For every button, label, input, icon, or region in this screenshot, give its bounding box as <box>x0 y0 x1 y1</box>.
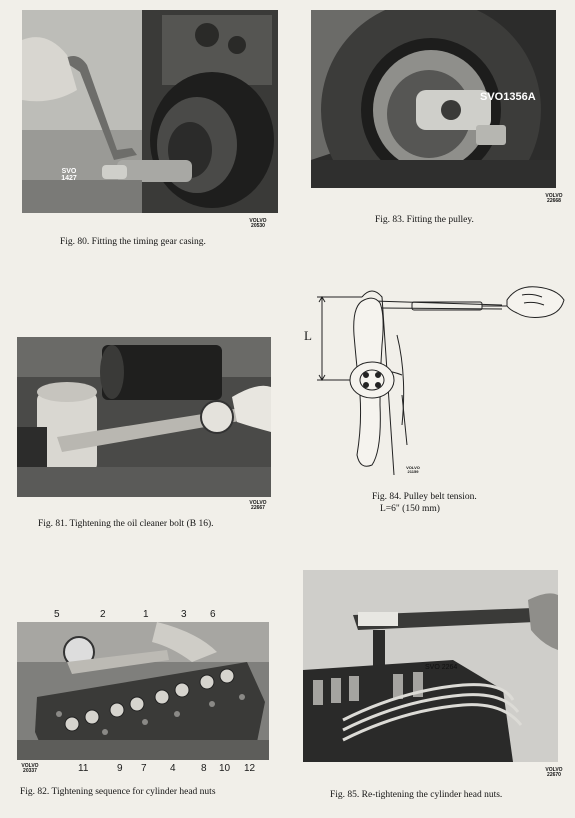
fig85-photo <box>303 570 558 762</box>
fig84-code-line2: 21159 <box>407 469 419 474</box>
fig81-photo <box>17 337 271 497</box>
fig80-tool-label-line1: SVO <box>61 168 77 175</box>
fig82-number-3: 3 <box>181 609 187 620</box>
fig84-caption-line2: L=6" (150 mm) <box>380 504 440 514</box>
fig82-number-11: 11 <box>78 763 89 774</box>
fig82-reference-code: VOLVO 20337 <box>16 764 44 774</box>
fig82-number-7: 7 <box>141 763 147 774</box>
fig83-caption: Fig. 83. Fitting the pulley. <box>375 215 474 225</box>
fig82-number-6: 6 <box>210 609 216 620</box>
fig81-code-line2: 22667 <box>251 505 265 511</box>
fig82-code-line2: 20337 <box>23 768 37 774</box>
fig82-bottom-sequence-numbers: 11 9 7 4 8 10 12 <box>0 763 575 777</box>
fig85-caption: Fig. 85. Re-tightening the cylinder head… <box>330 790 503 800</box>
fig85-reference-code: VOLVO 22670 <box>540 768 568 778</box>
fig84-caption: Fig. 84. Pulley belt tension. L=6" (150 … <box>372 491 477 515</box>
fig80-caption: Fig. 80. Fitting the timing gear casing. <box>60 237 206 247</box>
fig82-number-2: 2 <box>100 609 106 620</box>
fig84-code-line1: VOLVO <box>406 465 420 470</box>
pulley-belt-tension-diagram <box>317 286 565 476</box>
fig81-code-line1: VOLVO <box>249 500 267 506</box>
oil-cleaner-bolt-image <box>17 337 271 497</box>
fig82-code-line1: VOLVO <box>21 763 39 769</box>
fig82-caption: Fig. 82. Tightening sequence for cylinde… <box>20 787 216 797</box>
fig82-number-9: 9 <box>117 763 123 774</box>
fig81-reference-code: VOLVO 22667 <box>244 501 272 511</box>
fig82-number-10: 10 <box>219 763 231 774</box>
fig83-code-line2: 22668 <box>547 198 561 204</box>
fig82-number-8: 8 <box>201 763 207 774</box>
fig83-tool-label: SVO1356A <box>480 91 536 103</box>
fig81-caption: Fig. 81. Tightening the oil cleaner bolt… <box>38 519 214 529</box>
fig80-tool-label-line2: 1427 <box>61 175 77 182</box>
fig83-code-line1: VOLVO <box>545 193 563 199</box>
fig80-reference-code: VOLVO 20530 <box>244 219 272 229</box>
cylinder-head-nuts-image <box>17 622 269 760</box>
cylinder-head-retightening-image <box>303 570 558 762</box>
fig82-number-5: 5 <box>54 609 60 620</box>
fig80-photo <box>22 10 278 213</box>
fig85-code-line1: VOLVO <box>545 767 563 773</box>
fig85-code-line2: 22670 <box>547 772 561 778</box>
fig80-tool-label: SVO 1427 <box>58 168 80 182</box>
fig80-code-line2: 20530 <box>251 223 265 229</box>
fig84-reference-code: VOLVO 21159 <box>402 466 424 474</box>
fig82-photo <box>17 622 269 760</box>
fig83-reference-code: VOLVO 22668 <box>540 194 568 204</box>
fig83-photo <box>311 10 556 188</box>
fig85-tool-label: SVO 2264 <box>425 664 458 671</box>
timing-gear-casing-image <box>22 10 278 213</box>
fig82-number-1: 1 <box>143 609 149 620</box>
fig84-dimension-label: L <box>304 328 312 343</box>
fig82-top-sequence-numbers: 5 2 1 3 6 <box>0 609 575 623</box>
fig82-number-12: 12 <box>244 763 256 774</box>
fig82-number-4: 4 <box>170 763 176 774</box>
fig80-code-line1: VOLVO <box>249 218 267 224</box>
fig84-drawing <box>302 275 567 485</box>
fig84-caption-line1: Fig. 84. Pulley belt tension. <box>372 492 477 502</box>
pulley-fitting-image <box>311 10 556 188</box>
